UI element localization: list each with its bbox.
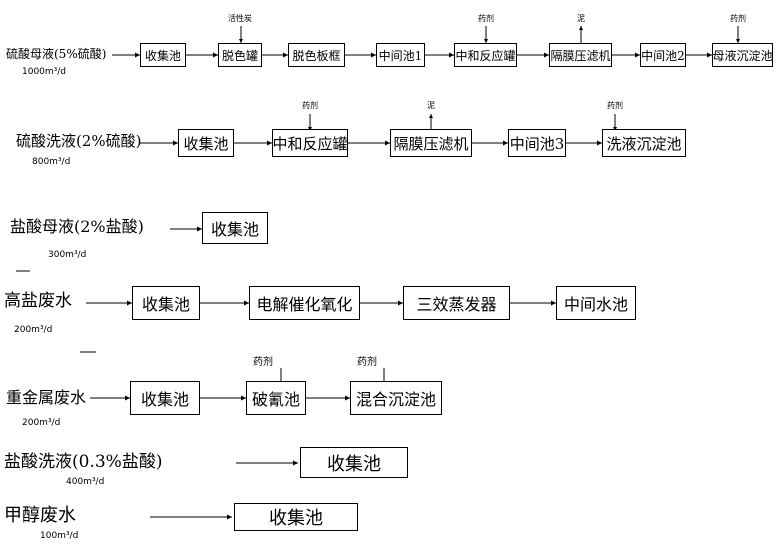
unit-r5-1: 破氰池 xyxy=(246,381,306,415)
note-r1-3: 药剂 xyxy=(730,14,746,23)
unit-r7-0: 收集池 xyxy=(234,503,358,531)
note-r1-2: 泥 xyxy=(577,14,585,23)
unit-r1-2: 脱色板框 xyxy=(288,43,345,67)
unit-r2-0: 收集池 xyxy=(178,129,234,157)
unit-r4-0: 收集池 xyxy=(132,286,200,320)
unit-r1-4: 中和反应罐 xyxy=(454,43,517,67)
unit-r2-1: 中和反应罐 xyxy=(272,129,348,157)
source-label-r4: 高盐废水 xyxy=(4,291,72,311)
flow-label-r2: 800m³/d xyxy=(32,157,71,167)
flow-label-r5: 200m³/d xyxy=(22,418,61,428)
note-r1-1: 药剂 xyxy=(478,14,494,23)
source-label-r6: 盐酸洗液(0.3%盐酸) xyxy=(4,452,163,472)
unit-r1-5: 隔膜压滤机 xyxy=(549,43,612,67)
flow-label-r3: 300m³/d xyxy=(48,250,87,260)
unit-r4-1: 电解催化氧化 xyxy=(249,286,360,320)
flow-label-r4: 200m³/d xyxy=(14,325,53,335)
note-r1-0: 活性炭 xyxy=(228,14,252,23)
note-r5-1: 药剂 xyxy=(357,357,377,368)
unit-r2-2: 隔膜压滤机 xyxy=(390,129,472,157)
flow-label-r6: 400m³/d xyxy=(66,477,105,487)
source-label-r7: 甲醇废水 xyxy=(4,505,76,526)
unit-r6-0: 收集池 xyxy=(300,447,408,478)
unit-r4-3: 中间水池 xyxy=(556,286,636,320)
unit-r2-3: 中间池3 xyxy=(508,129,566,157)
unit-r1-6: 中间池2 xyxy=(640,43,686,67)
unit-r3-0: 收集池 xyxy=(202,212,268,244)
note-r2-2: 药剂 xyxy=(607,101,623,110)
note-r5-0: 药剂 xyxy=(253,357,273,368)
unit-r5-0: 收集池 xyxy=(130,381,200,415)
flow-label-r7: 100m³/d xyxy=(40,531,79,541)
unit-r1-1: 脱色罐 xyxy=(218,43,262,67)
source-label-r1: 硫酸母液(5%硫酸) xyxy=(6,47,107,61)
note-r2-1: 泥 xyxy=(427,101,435,110)
unit-r5-2: 混合沉淀池 xyxy=(350,381,442,415)
source-label-r3: 盐酸母液(2%盐酸) xyxy=(10,217,144,236)
flow-label-r1: 1000m³/d xyxy=(22,67,67,77)
unit-r1-7: 母液沉淀池 xyxy=(712,43,773,67)
note-r2-0: 药剂 xyxy=(302,101,318,110)
unit-r1-0: 收集池 xyxy=(140,43,186,67)
source-label-r2: 硫酸洗液(2%硫酸) xyxy=(16,132,142,150)
unit-r4-2: 三效蒸发器 xyxy=(403,286,510,320)
source-label-r5: 重金属废水 xyxy=(6,388,87,407)
unit-r1-3: 中间池1 xyxy=(376,43,425,67)
unit-r2-4: 洗液沉淀池 xyxy=(602,129,686,157)
